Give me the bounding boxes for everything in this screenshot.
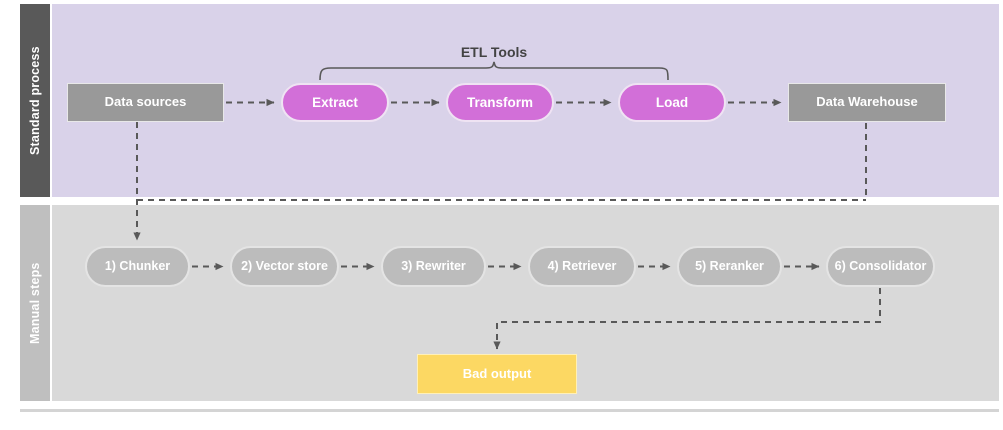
node-load[interactable]: Load	[618, 83, 726, 122]
node-reranker[interactable]: 5) Reranker	[677, 246, 782, 287]
edge-consolidator-to-bad-output	[493, 288, 881, 350]
node-extract[interactable]: Extract	[281, 83, 389, 122]
etl-tools-brace	[319, 61, 669, 81]
node-bad-output[interactable]: Bad output	[417, 354, 577, 394]
node-transform[interactable]: Transform	[446, 83, 554, 122]
node-consolidator[interactable]: 6) Consolidator	[826, 246, 935, 287]
node-data-warehouse[interactable]: Data Warehouse	[788, 83, 946, 122]
node-data-sources[interactable]: Data sources	[67, 83, 224, 122]
bottom-divider	[20, 409, 999, 412]
node-vector-store[interactable]: 2) Vector store	[230, 246, 339, 287]
node-chunker[interactable]: 1) Chunker	[85, 246, 190, 287]
node-retriever[interactable]: 4) Retriever	[528, 246, 636, 287]
node-rewriter[interactable]: 3) Rewriter	[381, 246, 486, 287]
etl-tools-label: ETL Tools	[460, 44, 528, 60]
